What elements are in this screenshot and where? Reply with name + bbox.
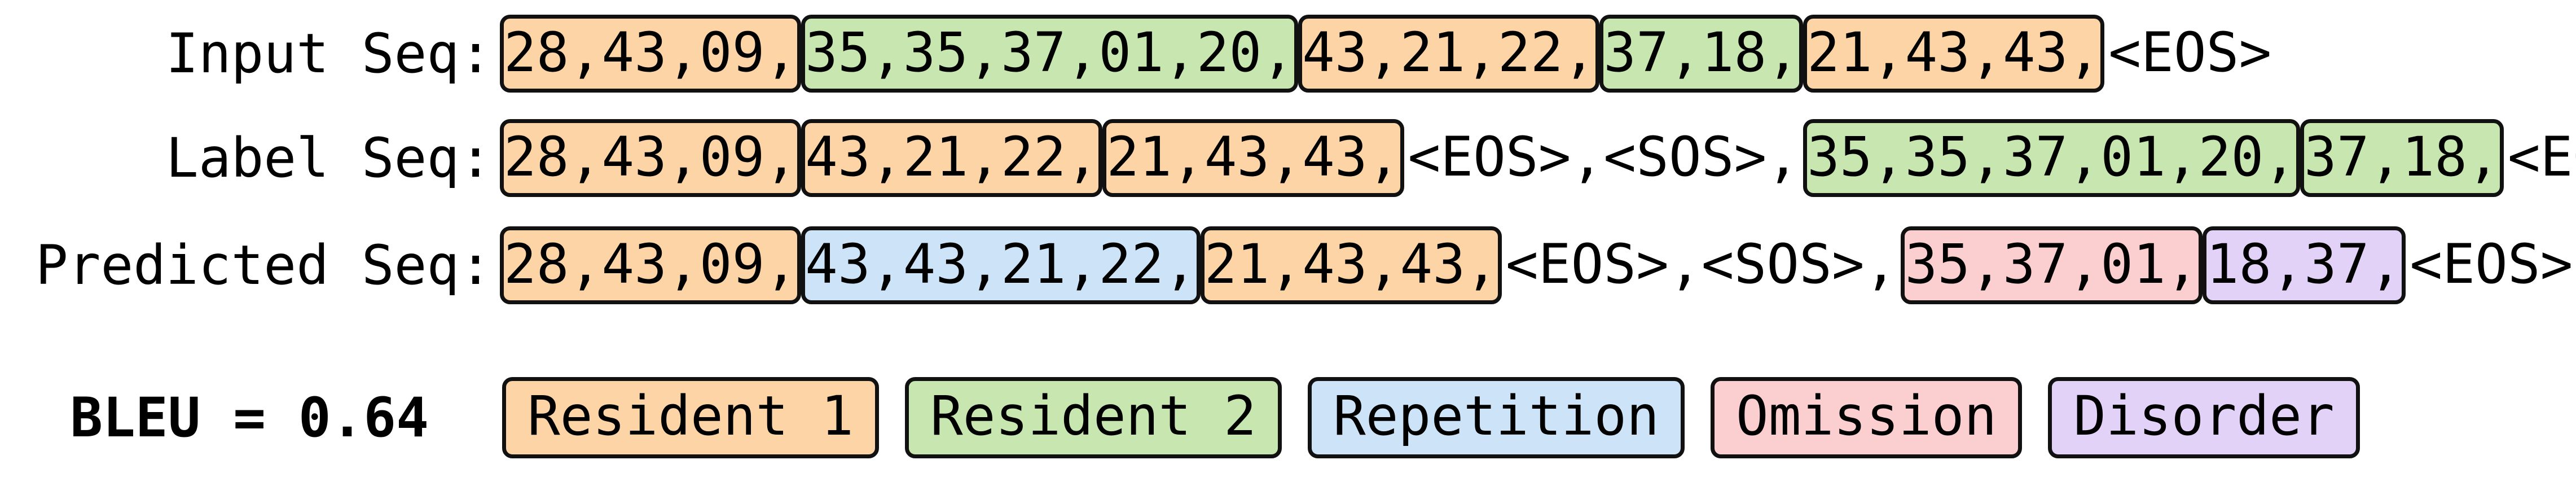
segment-repetition: 43,43,21,22,	[801, 226, 1201, 304]
label-seq-label: Label Seq:	[166, 126, 492, 190]
predicted-seq-row: Predicted Seq: 28,43,09,43,43,21,22,21,4…	[0, 223, 2576, 308]
segment-omission: 35,37,01,	[1901, 226, 2203, 304]
segment-token: <EOS>,<SOS>,	[1408, 125, 1800, 189]
legend-item-disorder: Disorder	[2048, 377, 2360, 458]
segment-resident1: 28,43,09,	[500, 119, 802, 197]
input-seq-label: Input Seq:	[166, 22, 492, 85]
legend-item-resident1: Resident 1	[502, 377, 879, 458]
predicted-seq-label: Predicted Seq:	[35, 234, 492, 297]
segment-resident1: 28,43,09,	[500, 15, 802, 93]
legend: BLEU = 0.64 Resident 1 Resident 2 Repetiti…	[0, 373, 2386, 463]
legend-item-omission: Omission	[1710, 377, 2023, 458]
segment-resident1: 43,21,22,	[801, 119, 1103, 197]
legend-item-repetition: Repetition	[1307, 377, 1685, 458]
segment-token: <EOS>	[2410, 233, 2573, 296]
segment-resident2: 35,35,37,01,20,	[801, 15, 1299, 93]
segment-token: <EOS>	[2507, 125, 2576, 189]
segment-token: <EOS>,<SOS>,	[1505, 233, 1897, 296]
segment-token: <EOS>	[2108, 21, 2272, 84]
segment-resident1: 43,21,22,	[1298, 15, 1600, 93]
segment-resident1: 28,43,09,	[500, 226, 802, 304]
input-seq-row: Input Seq: 28,43,09,35,35,37,01,20,43,21…	[0, 11, 2275, 96]
label-seq-row: Label Seq: 28,43,09,43,21,22,21,43,43,<E…	[0, 116, 2576, 200]
segment-disorder: 18,37,	[2202, 226, 2406, 304]
segment-resident1: 21,43,43,	[1102, 119, 1404, 197]
label-seq-tokens: 28,43,09,43,21,22,21,43,43,<EOS>,<SOS>,3…	[500, 119, 2576, 197]
legend-item-resident2: Resident 2	[904, 377, 1282, 458]
bleu-score: BLEU = 0.64	[70, 386, 429, 449]
legend-items: Resident 1 Resident 2 Repetition Omission Di…	[502, 377, 2386, 458]
segment-resident2: 37,18,	[1599, 15, 1804, 93]
input-seq-tokens: 28,43,09,35,35,37,01,20,43,21,22,37,18,2…	[500, 15, 2275, 93]
predicted-seq-tokens: 28,43,09,43,43,21,22,21,43,43,<EOS>,<SOS…	[500, 226, 2576, 304]
segment-resident1: 21,43,43,	[1803, 15, 2105, 93]
segment-resident1: 21,43,43,	[1200, 226, 1502, 304]
segment-resident2: 35,35,37,01,20,	[1803, 119, 2301, 197]
segment-resident2: 37,18,	[2300, 119, 2504, 197]
